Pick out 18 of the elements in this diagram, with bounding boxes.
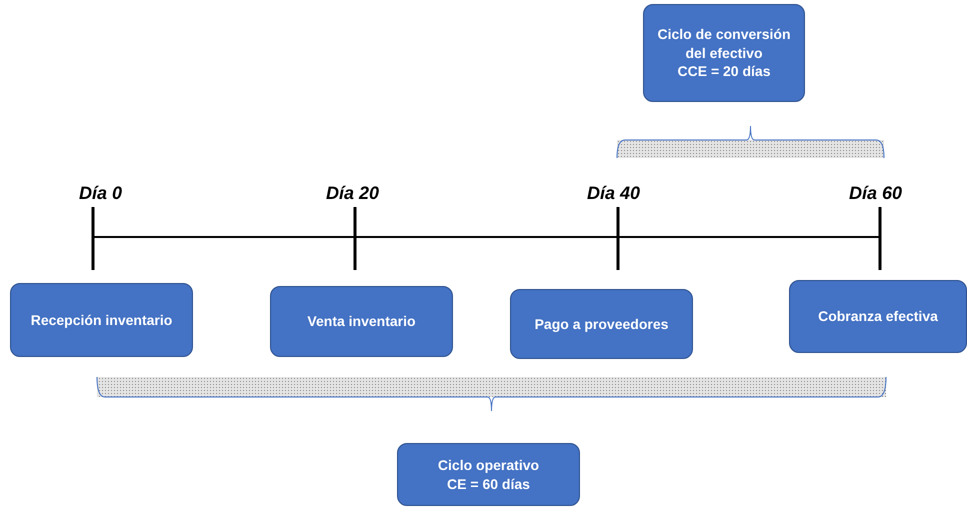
day-label: Día 0: [79, 183, 122, 204]
box-text: CCE = 20 días: [678, 62, 770, 82]
stage-box: [789, 280, 967, 353]
day-label: Día 60: [849, 183, 902, 204]
box-text: Ciclo operativo: [438, 456, 540, 474]
day-label: Día 20: [326, 183, 380, 204]
day-label: Día 40: [587, 183, 640, 204]
box-text: Cobranza efectiva: [818, 307, 938, 326]
stage-box: [270, 286, 453, 357]
cycle-box: [397, 443, 580, 506]
box-text: Pago a proveedores: [534, 314, 668, 334]
stage-box: [10, 283, 193, 357]
box-text: CE = 60 días: [447, 474, 530, 494]
stage-box: [510, 289, 693, 359]
box-text: Recepción inventario: [30, 310, 172, 330]
box-text: Ciclo de conversión del efectivo: [656, 24, 792, 62]
cycle-box: [643, 4, 805, 102]
box-text: Venta inventario: [307, 312, 416, 331]
